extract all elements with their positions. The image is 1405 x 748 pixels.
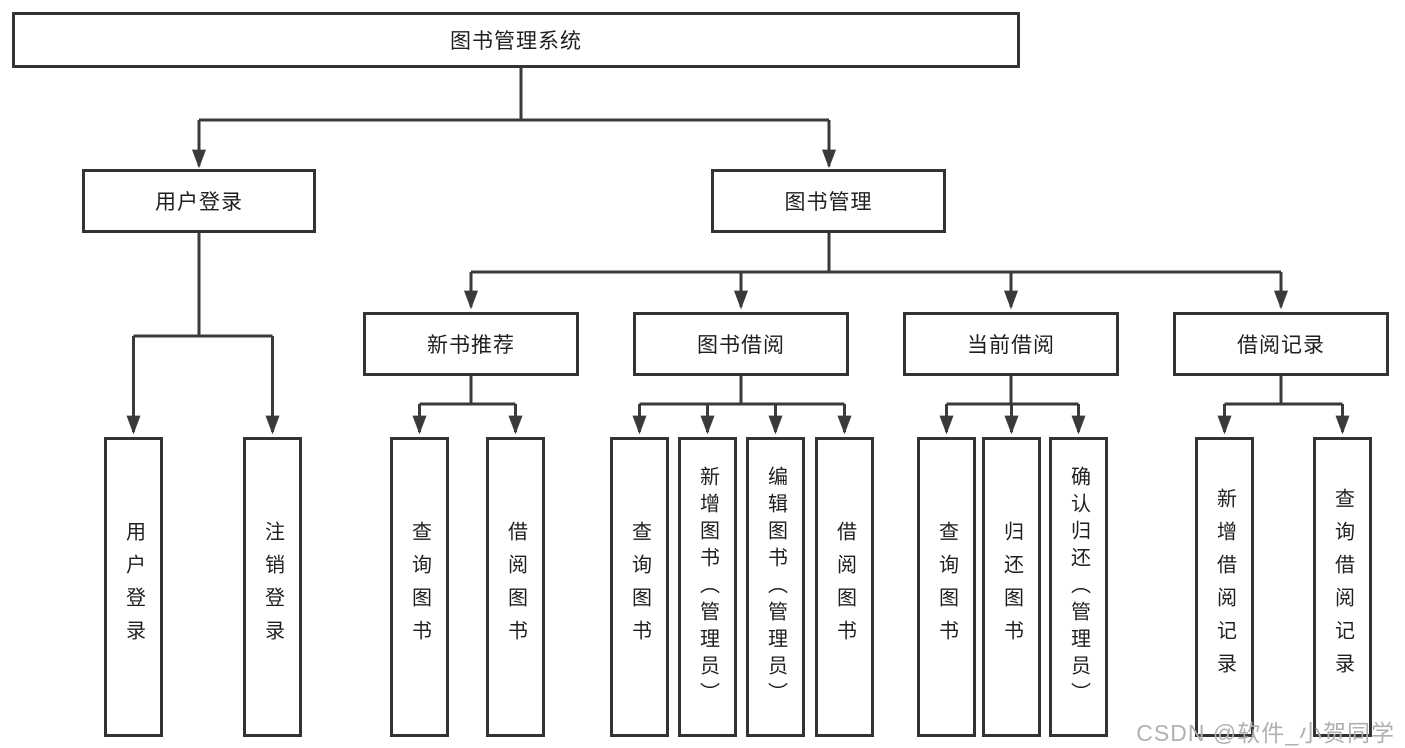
- leaf-cb-query-books: 查询图书: [917, 437, 976, 737]
- leaf-cb-confirm-return-admin: 确认归还（管理员）: [1049, 437, 1108, 737]
- leaf-label: 用户登录: [122, 521, 145, 653]
- leaf-br-add-record: 新增借阅记录: [1195, 437, 1254, 737]
- node-book-management: 图书管理: [711, 169, 946, 233]
- leaf-user-logout: 注销登录: [243, 437, 302, 737]
- leaf-bb-query-books: 查询图书: [610, 437, 669, 737]
- leaf-label: 借阅图书: [833, 521, 856, 653]
- node-root-system: 图书管理系统: [12, 12, 1020, 68]
- leaf-bb-add-books-admin: 新增图书（管理员）: [678, 437, 737, 737]
- leaf-label: 查询图书: [935, 521, 958, 653]
- leaf-label: 新增借阅记录: [1213, 488, 1236, 686]
- leaf-label: 编辑图书（管理员）: [764, 465, 787, 709]
- leaf-label: 查询图书: [628, 521, 651, 653]
- leaf-label: 新增图书（管理员）: [696, 465, 719, 709]
- leaf-bb-borrow-books: 借阅图书: [815, 437, 874, 737]
- leaf-label: 查询图书: [408, 521, 431, 653]
- leaf-label: 借阅图书: [504, 521, 527, 653]
- node-borrow-records: 借阅记录: [1173, 312, 1389, 376]
- node-user-login: 用户登录: [82, 169, 316, 233]
- node-new-book-recommend: 新书推荐: [363, 312, 579, 376]
- leaf-br-query-record: 查询借阅记录: [1313, 437, 1372, 737]
- node-current-borrowing: 当前借阅: [903, 312, 1119, 376]
- leaf-label: 查询借阅记录: [1331, 488, 1354, 686]
- leaf-label: 注销登录: [261, 521, 284, 653]
- leaf-label: 确认归还（管理员）: [1067, 465, 1090, 709]
- leaf-user-login: 用户登录: [104, 437, 163, 737]
- leaf-bb-edit-books-admin: 编辑图书（管理员）: [746, 437, 805, 737]
- leaf-nb-borrow-books: 借阅图书: [486, 437, 545, 737]
- leaf-label: 归还图书: [1000, 521, 1023, 653]
- leaf-cb-return-books: 归还图书: [982, 437, 1041, 737]
- leaf-nb-query-books: 查询图书: [390, 437, 449, 737]
- node-book-borrowing: 图书借阅: [633, 312, 849, 376]
